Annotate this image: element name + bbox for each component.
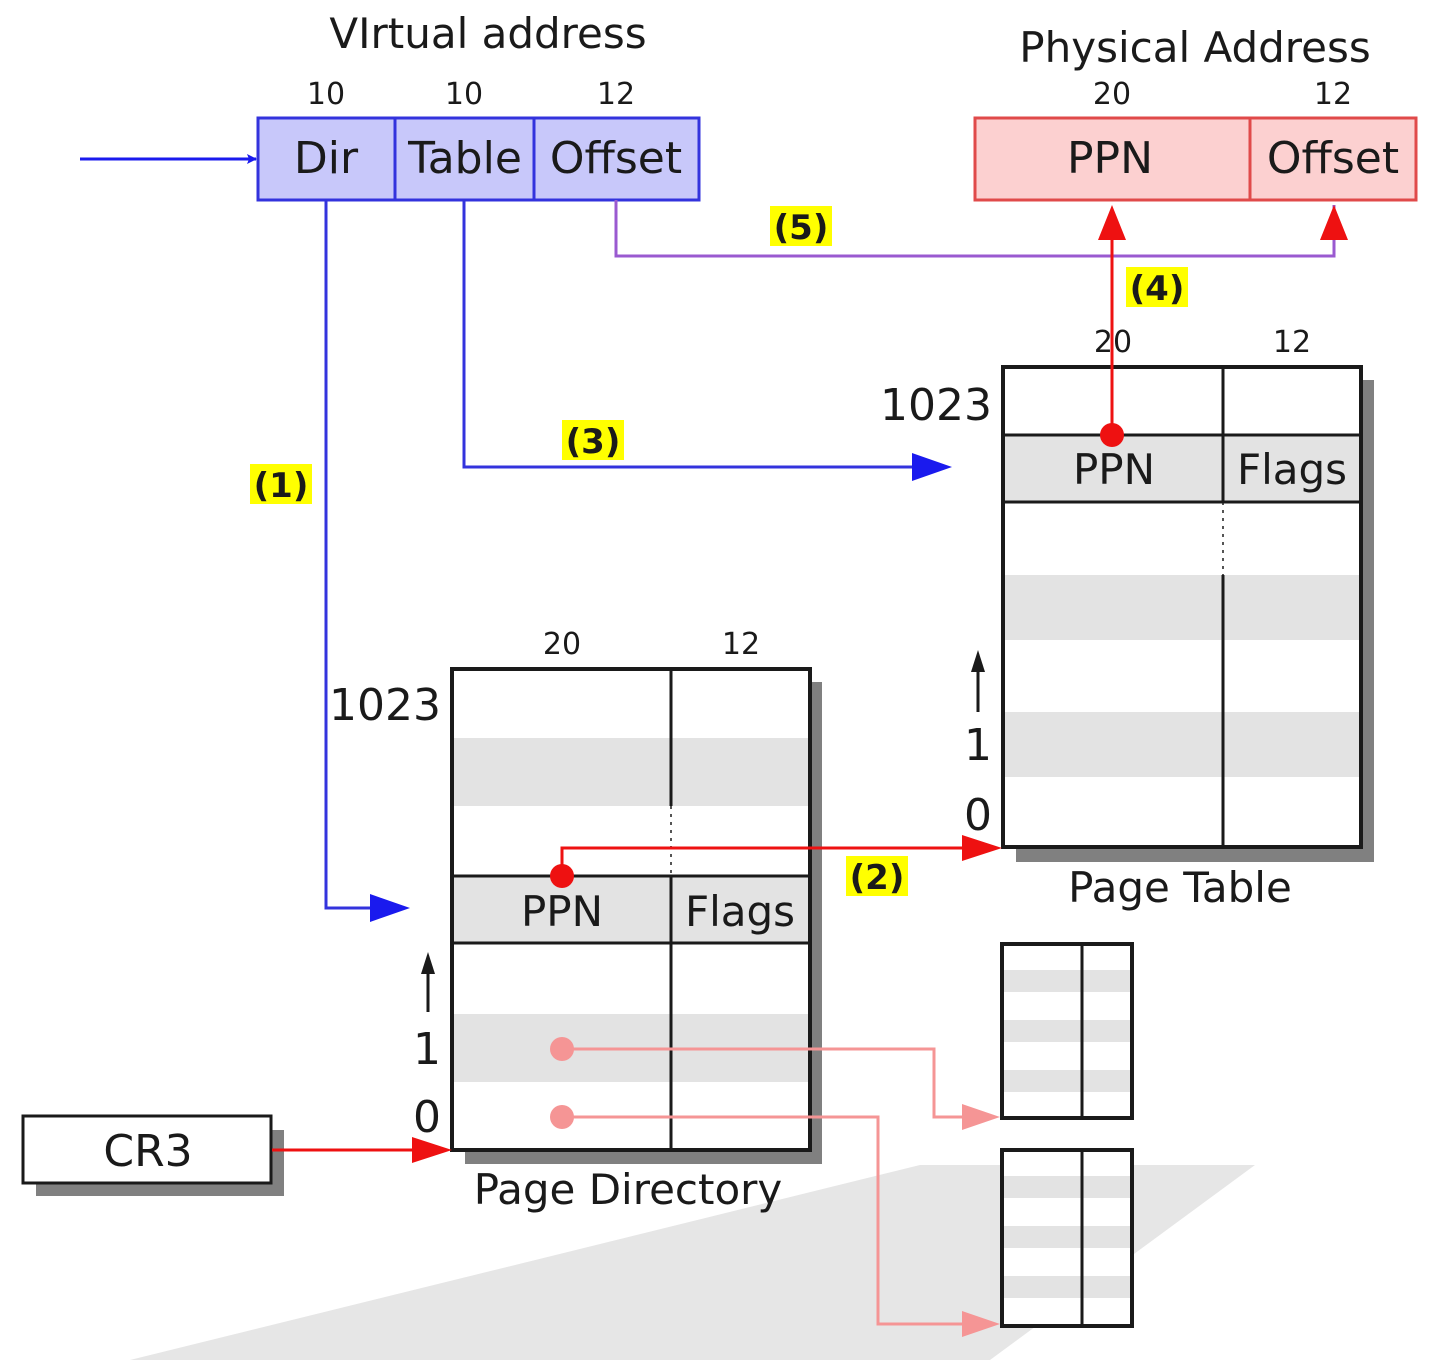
spt2-row-b [1002,1226,1132,1248]
offset-arrowhead [1320,205,1348,240]
pd-entry1-dot [550,1037,574,1061]
cr3-label: CR3 [103,1126,192,1177]
step-1-highlight [250,464,312,504]
table-path [462,200,920,469]
pd-caption: Page Directory [474,1165,783,1214]
step-5-highlight [770,206,832,246]
spt1-outline [1000,942,1134,1120]
pd-index-1: 1 [413,1024,441,1075]
physical-address-title: Physical Address [1019,23,1370,72]
table-path-arrowhead [912,453,952,481]
step-2-label: (2) [850,858,905,898]
small-page-table-2 [1000,1148,1134,1328]
pd-up-arrowhead [421,952,435,974]
pt-index-1023: 1023 [880,380,992,431]
pt-ppn-dot [1100,423,1124,447]
pd-ppn-dot [550,864,574,888]
dir-path [324,200,380,910]
pd-index-0: 0 [413,1092,441,1143]
step-3-highlight [562,420,624,460]
step-4-label: (4) [1130,269,1185,309]
offset-field: Offset [550,133,682,184]
pt-to-physical-arrowhead [1098,205,1126,240]
spt2-row-a [1002,1176,1132,1198]
offset-bits: 12 [597,77,635,112]
step-5: (5) [770,206,832,248]
pt-entry-row [1003,435,1361,502]
phys-offset-bits: 12 [1314,77,1352,112]
pt-flags-label: Flags [1237,445,1347,494]
dir-field: Dir [294,133,359,184]
phys-offset-field: Offset [1267,133,1399,184]
pt-index-0: 0 [964,790,992,841]
step-2-highlight [846,856,908,896]
pd-ppn-bits: 20 [543,627,581,662]
ppn-bits: 20 [1093,77,1131,112]
pd-entry0-dot [550,1105,574,1129]
offset-path [614,200,1336,258]
small-page-table-1 [1000,942,1134,1120]
pd-to-pt-arrowhead [962,835,1002,861]
spt1-row-a [1002,970,1132,992]
table-bits: 10 [445,77,483,112]
floor-shadow [130,1165,1255,1360]
pd-flags-bits: 12 [722,627,760,662]
page-directory: 20 12 PPN Flags 1023 1 0 Page Directory [329,627,822,1214]
pt-up-arrowhead [971,650,985,672]
virtual-address-title: VIrtual address [329,9,646,58]
pt-outline [1001,365,1363,849]
table-field: Table [407,133,522,184]
ppn-field: PPN [1067,133,1153,184]
spt1-row-c [1002,1070,1132,1092]
pd-index-1023: 1023 [329,680,441,731]
dir-bits: 10 [307,77,345,112]
virtual-address-box [256,116,701,202]
cr3-to-pd-arrowhead [412,1137,452,1163]
page-table: 20 12 PPN Flags 1023 1 0 Page Table [880,325,1374,912]
virtual-address: VIrtual address 10 10 12 Dir Table Offse… [256,9,701,202]
pt-index-1: 1 [964,720,992,771]
cr3-box [21,1114,273,1185]
pd-entry0-pointer [562,1115,985,1326]
pd-outline [450,667,812,1152]
physical-address: Physical Address 20 12 PPN Offset [973,23,1418,202]
step-4: (4) [1126,267,1188,309]
step-1-label: (1) [254,466,309,506]
physical-address-box [973,116,1418,202]
step-5-label: (5) [774,208,829,248]
pd-flags-label: Flags [685,887,795,936]
pt-caption: Page Table [1068,863,1292,912]
dir-path-arrowhead [370,894,410,922]
spt2-outline [1000,1148,1134,1328]
pd-entry0-arrowhead [962,1311,1000,1337]
cr3-register: CR3 [21,1114,284,1196]
pt-flags-bits: 12 [1273,325,1311,360]
pt-ppn-label: PPN [1073,445,1155,494]
pt-row-shaded-1 [1003,575,1361,640]
step-1: (1) [250,464,312,506]
pd-ppn-label: PPN [521,887,603,936]
step-3: (3) [562,420,624,462]
step-2: (2) [846,856,908,898]
pd-entry1-pointer [562,1047,985,1119]
spt2-row-c [1002,1276,1132,1298]
step-4-highlight [1126,267,1188,307]
step-3-label: (3) [566,422,621,462]
pd-entry-row [452,876,810,943]
pd-row-shaded-1 [452,738,810,806]
pt-row-shaded-2 [1003,712,1361,777]
spt1-row-b [1002,1020,1132,1042]
pd-entry1-arrowhead [962,1104,1000,1130]
